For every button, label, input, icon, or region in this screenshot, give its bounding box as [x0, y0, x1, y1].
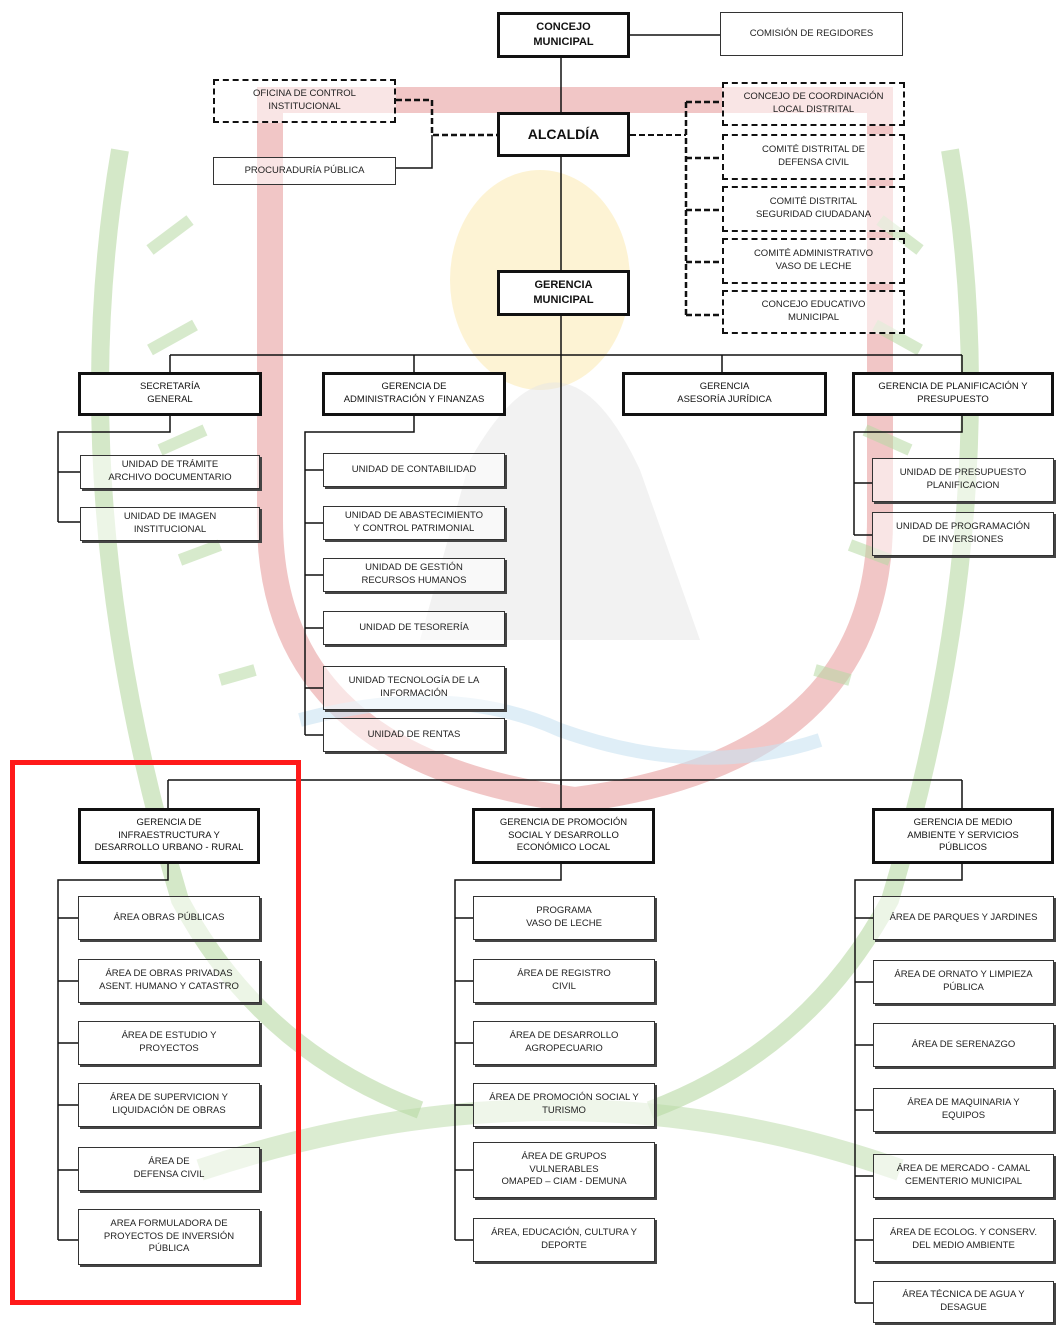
unidad-tramite-box: UNIDAD DE TRÁMITE ARCHIVO DOCUMENTARIO	[80, 455, 260, 489]
comision-regidores-box: COMISIÓN DE REGIDORES	[720, 12, 903, 56]
area-ecologia-box: ÁREA DE ECOLOG. Y CONSERV. DEL MEDIO AMB…	[873, 1218, 1054, 1262]
procuraduria-box: PROCURADURÍA PÚBLICA	[213, 157, 396, 185]
area-agua-desague-box: ÁREA TÉCNICA DE AGUA Y DESAGUE	[873, 1281, 1054, 1323]
area-supervision-box: ÁREA DE SUPERVICION Y LIQUIDACIÓN DE OBR…	[78, 1083, 260, 1127]
unidad-imagen-box: UNIDAD DE IMAGEN INSTITUCIONAL	[80, 507, 260, 541]
gerencia-administracion-box: GERENCIA DE ADMINISTRACIÓN Y FINANZAS	[322, 372, 506, 416]
area-formuladora-box: AREA FORMULADORA DE PROYECTOS DE INVERSI…	[78, 1209, 260, 1265]
gerencia-planificacion-box: GERENCIA DE PLANIFICACIÓN Y PRESUPUESTO	[852, 372, 1054, 416]
gerencia-promocion-box: GERENCIA DE PROMOCIÓN SOCIAL Y DESARROLL…	[472, 808, 655, 864]
comite-vaso-leche-box: COMITÉ ADMINISTRATIVO VASO DE LECHE	[722, 238, 905, 284]
concejo-coordinacion-box: CONCEJO DE COORDINACIÓN LOCAL DISTRITAL	[722, 82, 905, 126]
concejo-educativo-box: CONCEJO EDUCATIVO MUNICIPAL	[722, 290, 905, 334]
gerencia-asesoria-box: GERENCIA ASESORÍA JURÍDICA	[622, 372, 827, 416]
area-ornato-limpieza-box: ÁREA DE ORNATO Y LIMPIEZA PÚBLICA	[873, 960, 1054, 1004]
red-highlight-rectangle	[10, 760, 301, 1305]
secretaria-general-box: SECRETARÍA GENERAL	[78, 372, 262, 416]
comite-defensa-civil-box: COMITÉ DISTRITAL DE DEFENSA CIVIL	[722, 134, 905, 180]
area-grupos-vulnerables-box: ÁREA DE GRUPOS VULNERABLES OMAPED – CIAM…	[473, 1142, 655, 1198]
gerencia-medio-ambiente-box: GERENCIA DE MEDIO AMBIENTE Y SERVICIOS P…	[872, 808, 1054, 864]
gerencia-municipal-box: GERENCIA MUNICIPAL	[497, 270, 630, 316]
concejo-municipal-box: CONCEJO MUNICIPAL	[497, 12, 630, 58]
comite-seguridad-box: COMITÉ DISTRITAL SEGURIDAD CIUDADANA	[722, 186, 905, 232]
oficina-control-box: OFICINA DE CONTROL INSTITUCIONAL	[213, 79, 396, 123]
programa-vaso-leche-box: PROGRAMA VASO DE LECHE	[473, 896, 655, 940]
area-mercado-camal-box: ÁREA DE MERCADO - CAMAL CEMENTERIO MUNIC…	[873, 1154, 1054, 1198]
unidad-rrhh-box: UNIDAD DE GESTIÓN RECURSOS HUMANOS	[323, 558, 505, 592]
area-promocion-social-box: ÁREA DE PROMOCIÓN SOCIAL Y TURISMO	[473, 1083, 655, 1127]
alcaldia-box: ALCALDÍA	[497, 112, 630, 157]
area-serenazgo-box: ÁREA DE SERENAZGO	[873, 1023, 1054, 1067]
area-defensa-civil-box: ÁREA DE DEFENSA CIVIL	[78, 1147, 260, 1191]
unidad-programacion-box: UNIDAD DE PROGRAMACIÓN DE INVERSIONES	[872, 512, 1054, 556]
unidad-presupuesto-box: UNIDAD DE PRESUPUESTO PLANIFICACION	[872, 458, 1054, 502]
area-parques-jardines-box: ÁREA DE PARQUES Y JARDINES	[873, 896, 1054, 940]
area-obras-publicas-box: ÁREA OBRAS PÚBLICAS	[78, 896, 260, 940]
unidad-abastecimiento-box: UNIDAD DE ABASTECIMIENTO Y CONTROL PATRI…	[323, 506, 505, 540]
area-maquinaria-box: ÁREA DE MAQUINARIA Y EQUIPOS	[873, 1088, 1054, 1132]
area-estudio-proyectos-box: ÁREA DE ESTUDIO Y PROYECTOS	[78, 1021, 260, 1065]
unidad-tecnologia-box: UNIDAD TECNOLOGÍA DE LA INFORMACIÓN	[323, 666, 505, 710]
unidad-contabilidad-box: UNIDAD DE CONTABILIDAD	[323, 453, 505, 487]
area-educacion-cultura-box: ÁREA, EDUCACIÓN, CULTURA Y DEPORTE	[473, 1218, 655, 1262]
area-obras-privadas-box: ÁREA DE OBRAS PRIVADAS ASENT. HUMANO Y C…	[78, 959, 260, 1003]
area-desarrollo-agropecuario-box: ÁREA DE DESARROLLO AGROPECUARIO	[473, 1021, 655, 1065]
gerencia-infraestructura-box: GERENCIA DE INFRAESTRUCTURA Y DESARROLLO…	[78, 808, 260, 864]
unidad-tesoreria-box: UNIDAD DE TESORERÍA	[323, 611, 505, 645]
unidad-rentas-box: UNIDAD DE RENTAS	[323, 718, 505, 752]
area-registro-civil-box: ÁREA DE REGISTRO CIVIL	[473, 959, 655, 1003]
